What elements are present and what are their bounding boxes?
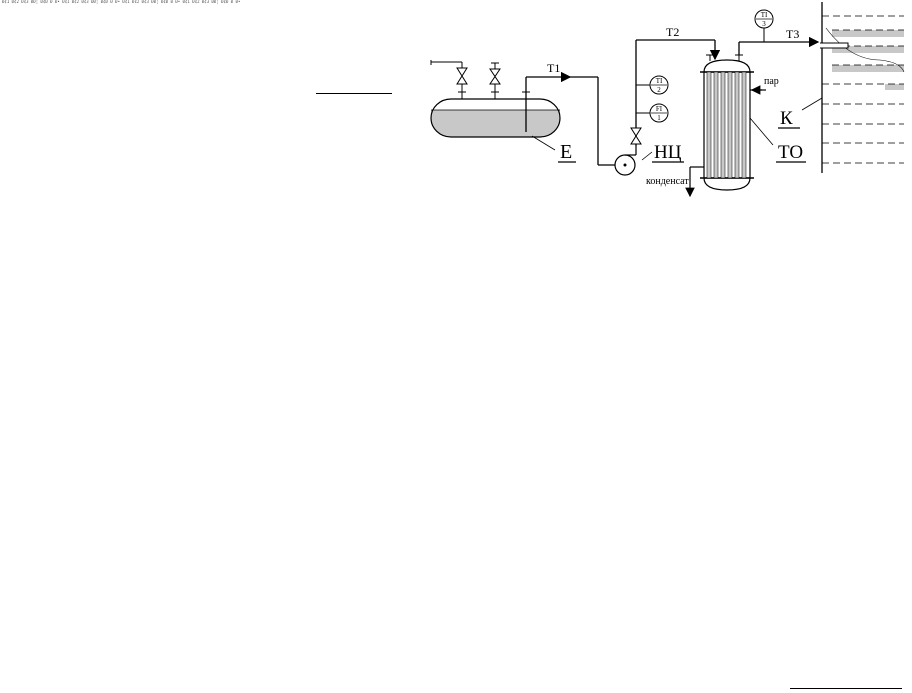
label-t1: Т1 xyxy=(547,61,560,75)
label-tank-e: Е xyxy=(560,141,572,163)
instrument-ti-2: TI 2 xyxy=(649,75,669,95)
label-pump-nc: НЦ xyxy=(654,142,682,163)
label-steam: пар xyxy=(764,76,779,87)
bottom-rule xyxy=(790,688,902,689)
instrument-fi-1-type: FI xyxy=(656,105,663,113)
instrument-ti-2-type: TI xyxy=(656,77,663,85)
instrument-ti-3-num: 3 xyxy=(762,20,766,28)
instrument-ti-3: TI 3 xyxy=(754,9,774,29)
heat-exchanger-to: пар конденсат ТО xyxy=(646,54,806,198)
label-t3: Т3 xyxy=(786,27,799,41)
instrument-fi-1-num: 1 xyxy=(657,114,661,122)
tank-liquid xyxy=(431,110,560,137)
instrument-fi-1: FI 1 xyxy=(649,103,669,123)
column-k: К xyxy=(778,2,905,173)
pump-nc: НЦ xyxy=(614,142,684,176)
discharge-valve xyxy=(630,127,642,145)
label-t2: Т2 xyxy=(666,25,679,39)
tank-valve-2 xyxy=(489,68,501,85)
label-condensate: конденсат xyxy=(646,176,689,187)
line-t3: Т3 xyxy=(738,27,820,55)
line-t2: Т2 xyxy=(630,25,721,146)
tank-valve-1 xyxy=(456,67,468,85)
left-rule xyxy=(316,93,392,94)
header-tiny-text: Ð¢1 Ð¢2 Ð¢3 ÐÐ¦ Ð¢Ð Ð Ð• Ð¢1 Ð¢2 Ð¢3 ÐÐ¦… xyxy=(2,0,241,4)
label-column-k: К xyxy=(780,108,793,129)
instrument-ti-3-type: TI xyxy=(761,11,768,19)
label-exchanger-to: ТО xyxy=(778,142,803,163)
instrument-ti-2-num: 2 xyxy=(657,86,661,94)
tank-e: Е xyxy=(430,60,576,163)
